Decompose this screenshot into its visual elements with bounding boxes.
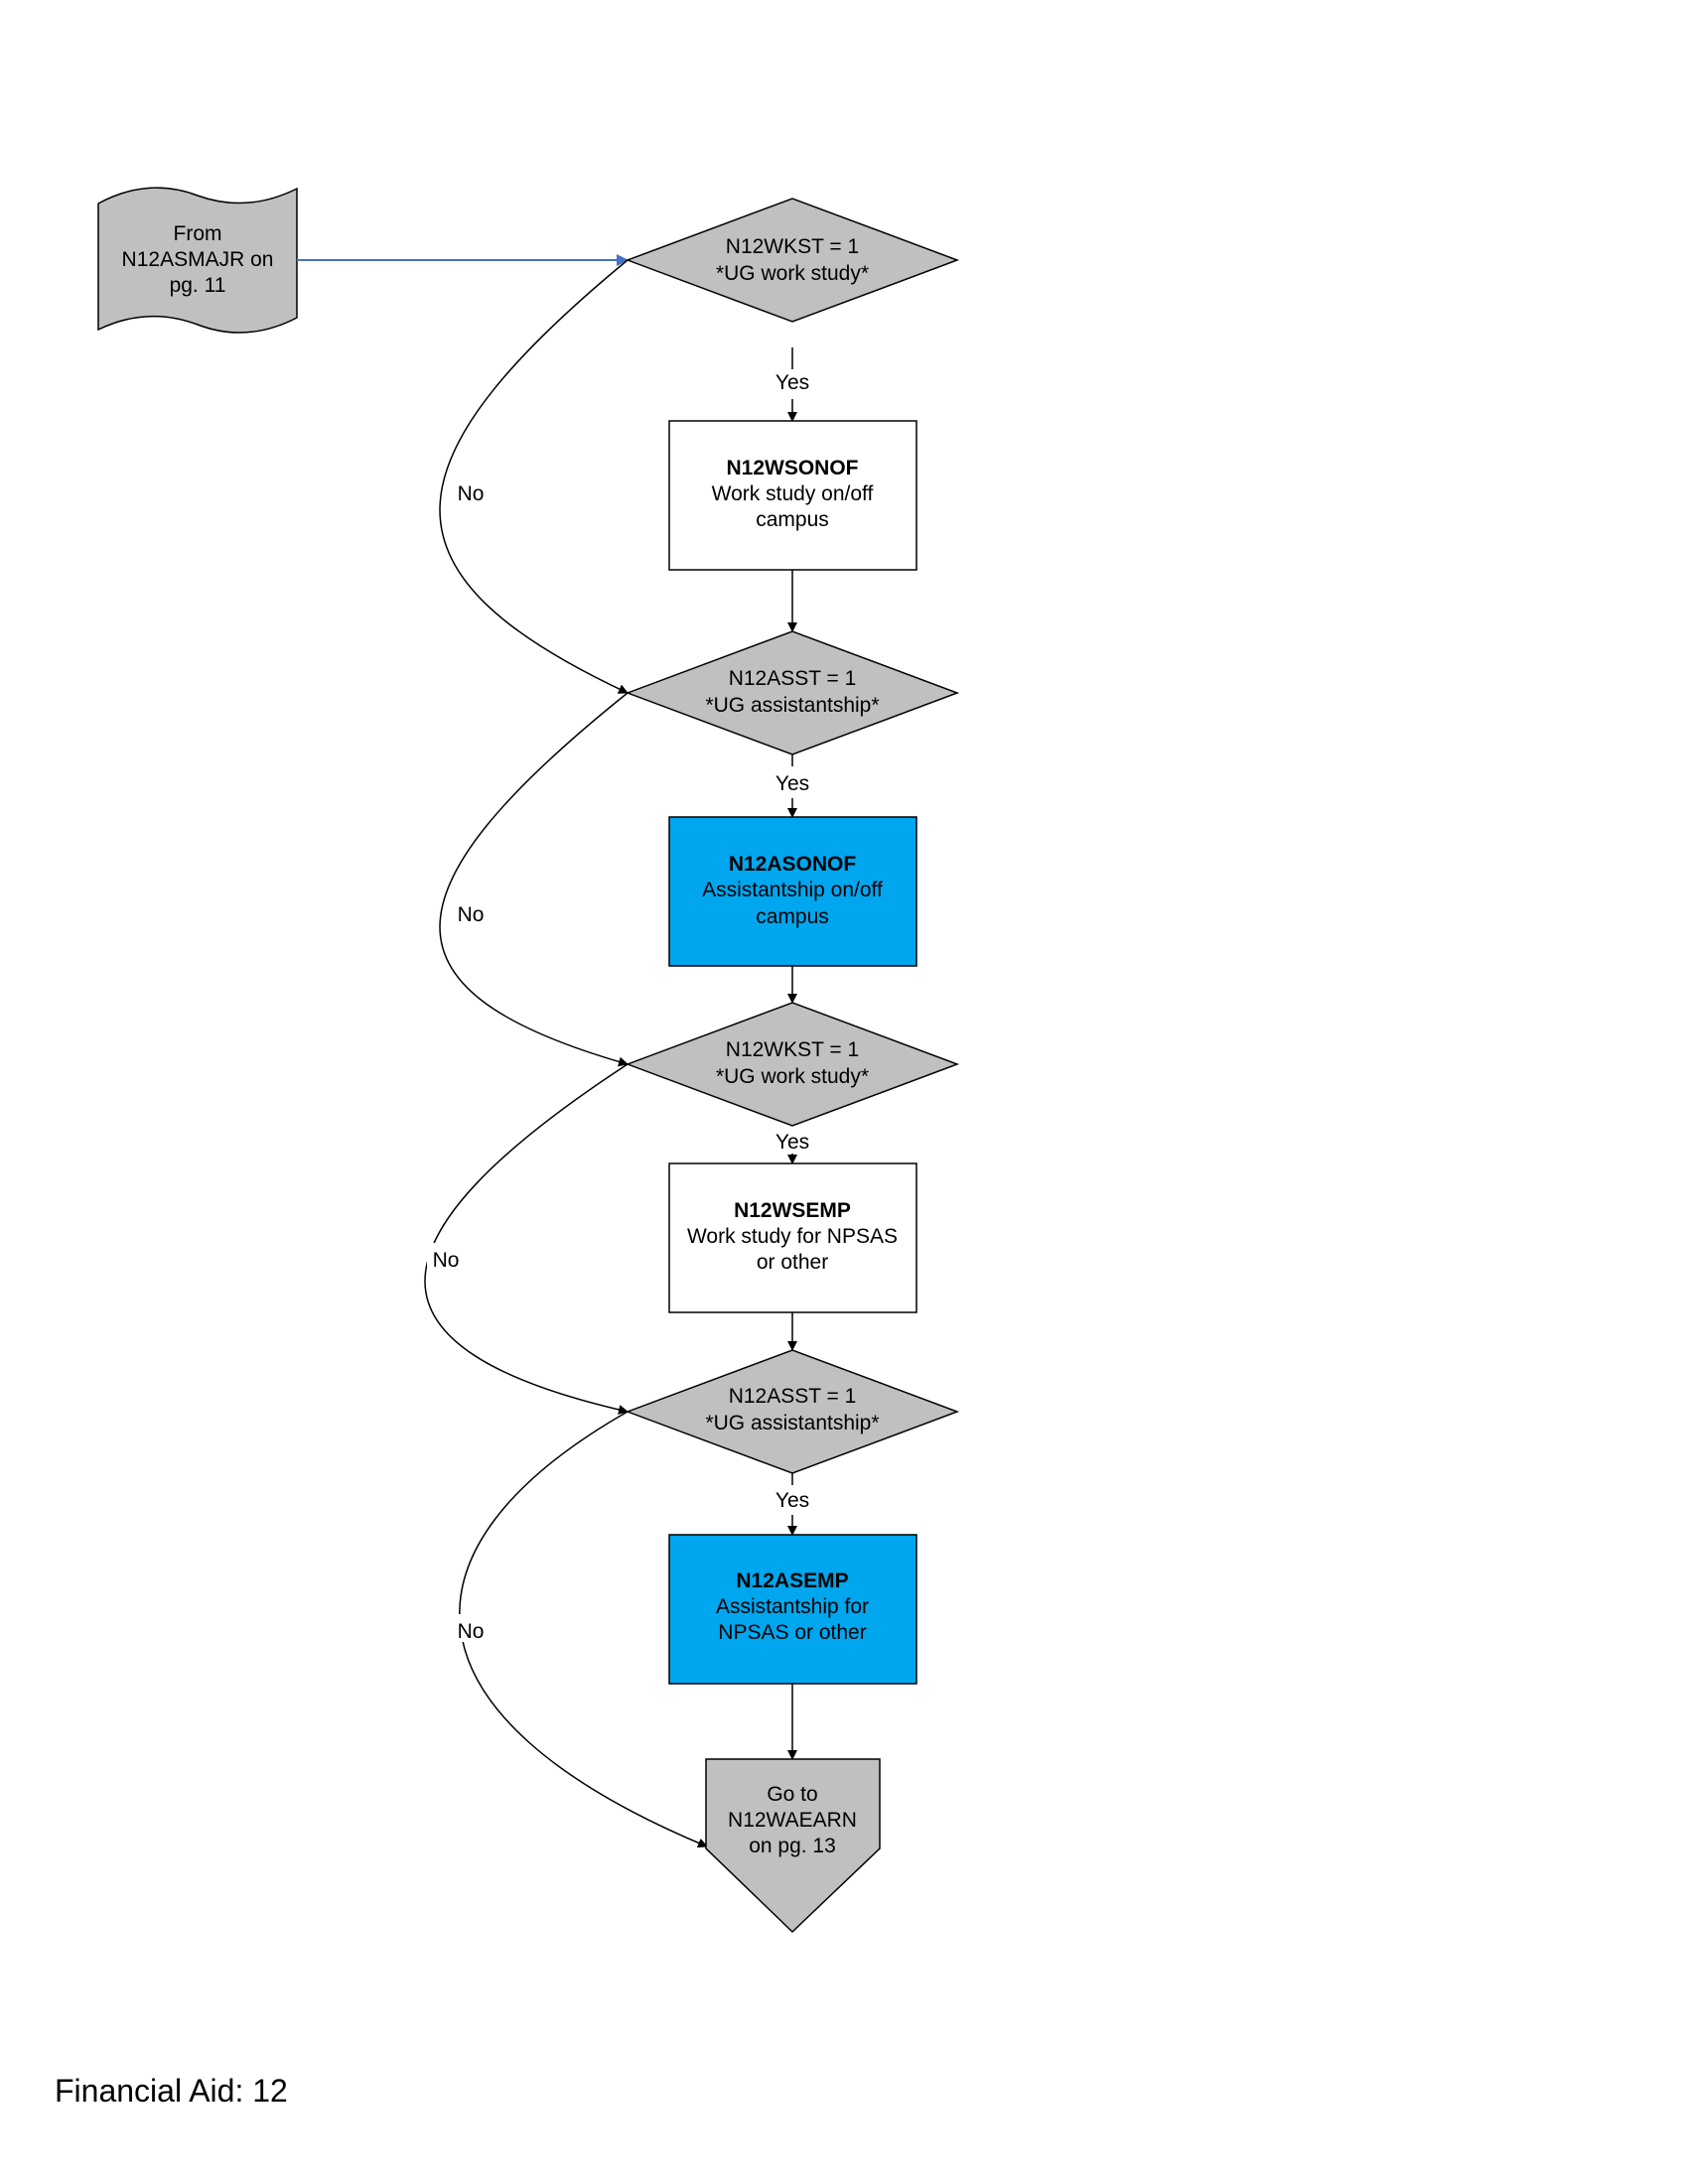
decision-condition: N12WKST = 1	[726, 235, 859, 258]
yes-label-3: Yes	[775, 1131, 809, 1154]
process-description-line-1: Assistantship for	[716, 1595, 869, 1618]
end-connector: Go to N12WAEARN on pg. 13	[705, 1758, 881, 1934]
page-footer: Financial Aid: 12	[55, 2073, 288, 2109]
decision-ug-assistantship-2: N12ASST = 1 *UG assistantship*	[625, 1349, 960, 1474]
process-work-study-for-npsas-or-other: N12WSEMP Work study for NPSAS or other	[668, 1162, 917, 1313]
end-line-2: N12WAEARN	[728, 1809, 857, 1832]
decision-description: *UG assistantship*	[705, 694, 879, 717]
connector-d1-no	[439, 259, 629, 694]
process-box-highlighted	[668, 1534, 917, 1685]
no-label-4: No	[458, 1620, 485, 1643]
process-description-line-2: campus	[756, 508, 829, 531]
no-label-3: No	[433, 1249, 460, 1272]
decision-ug-work-study-2: N12WKST = 1 *UG work study*	[625, 1002, 960, 1127]
connector-d2-no	[439, 692, 629, 1067]
process-code: N12WSEMP	[734, 1199, 851, 1222]
start-document-shape	[97, 187, 298, 334]
decision-description: *UG work study*	[716, 1065, 869, 1088]
off-page-connector-shape	[705, 1758, 881, 1934]
decision-condition: N12ASST = 1	[729, 667, 857, 690]
decision-diamond	[625, 198, 960, 323]
yes-label-1: Yes	[775, 371, 809, 394]
decision-diamond	[625, 630, 960, 755]
end-line-3: on pg. 13	[749, 1835, 836, 1857]
process-description-line-1: Work study for NPSAS	[687, 1225, 898, 1248]
process-description-line-1: Assistantship on/off	[702, 879, 883, 901]
decision-diamond	[625, 1002, 960, 1127]
process-description-line-1: Work study on/off	[712, 482, 874, 505]
decision-diamond	[625, 1349, 960, 1474]
decision-description: *UG assistantship*	[705, 1412, 879, 1434]
decision-description: *UG work study*	[716, 262, 869, 285]
no-label-2: No	[458, 903, 485, 926]
process-box-highlighted	[668, 816, 917, 967]
process-assistantship-for-npsas-or-other: N12ASEMP Assistantship for NPSAS or othe…	[668, 1534, 917, 1685]
decision-condition: N12ASST = 1	[729, 1385, 857, 1408]
start-connector: From N12ASMAJR on pg. 11	[97, 187, 298, 334]
process-code: N12WSONOF	[726, 457, 858, 479]
process-description-line-2: NPSAS or other	[718, 1621, 866, 1644]
process-code: N12ASONOF	[729, 853, 857, 876]
process-box	[668, 420, 917, 571]
start-line-1: From	[174, 222, 222, 245]
process-work-study-on-off-campus: N12WSONOF Work study on/off campus	[668, 420, 917, 571]
process-code: N12ASEMP	[736, 1570, 848, 1592]
process-assistantship-on-off-campus: N12ASONOF Assistantship on/off campus	[668, 816, 917, 967]
start-line-2: N12ASMAJR on	[122, 248, 274, 271]
decision-ug-assistantship-1: N12ASST = 1 *UG assistantship*	[625, 630, 960, 755]
end-line-1: Go to	[767, 1783, 817, 1806]
connector-d3-no	[424, 1063, 629, 1415]
yes-label-4: Yes	[775, 1489, 809, 1512]
decision-ug-work-study-1: N12WKST = 1 *UG work study*	[625, 198, 960, 323]
start-line-3: pg. 11	[170, 274, 226, 297]
yes-label-2: Yes	[775, 772, 809, 795]
process-description-line-2: or other	[757, 1251, 828, 1274]
decision-condition: N12WKST = 1	[726, 1038, 859, 1061]
process-description-line-2: campus	[756, 905, 829, 928]
no-label-1: No	[458, 482, 485, 505]
